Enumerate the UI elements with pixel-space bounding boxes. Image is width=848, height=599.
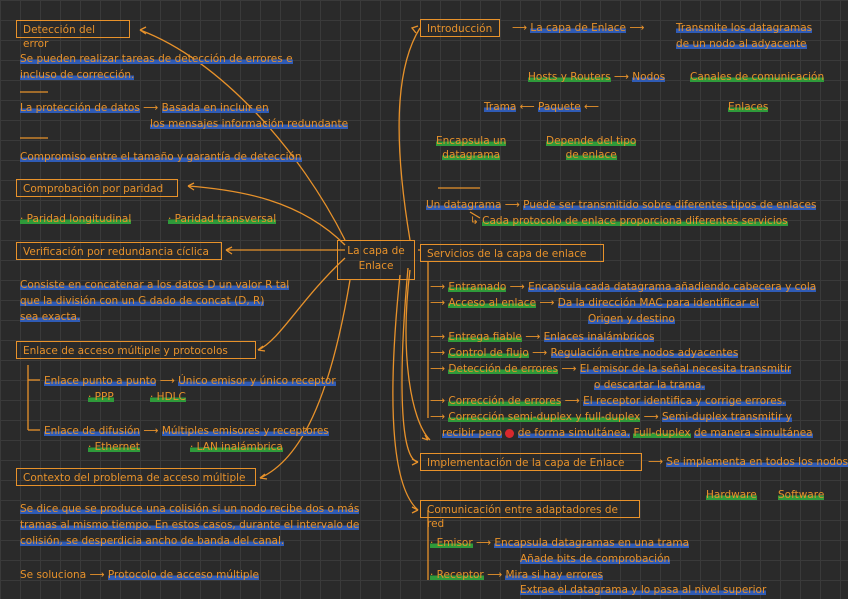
multiple-box: Enlace de acceso múltiple y protocolos	[16, 341, 256, 359]
proteccion-label: La protección de datos ⟶ Basada en inclu…	[20, 102, 269, 114]
intro-capa: ⟶ La capa de Enlace ⟶	[512, 22, 645, 34]
servicios-box: Servicios de la capa de enlace	[420, 244, 604, 262]
correccion-row: ⟶ Corrección de errores ⟶ El receptor id…	[430, 395, 786, 407]
hdlc-item: · HDLC	[150, 391, 186, 403]
deteccion-row-2: o descartar la trama.	[594, 379, 705, 391]
contexto-box: Contexto del problema de acceso múltiple	[16, 468, 256, 486]
impl-desc: ⟶ Se implementa en todos los nodos	[648, 456, 848, 468]
entramado-row: ⟶ Entramado ⟶ Encapsula cada datagrama a…	[430, 281, 817, 293]
emisor-row-2: Añade bits de comprobación	[520, 553, 671, 565]
contexto-text-2: tramas al mismo tiempo. En estos casos, …	[20, 519, 360, 531]
hosts-row: Hosts y Routers ⟶ Nodos	[528, 71, 666, 83]
receptor-row: · Receptor ⟶ Mira si hay errores	[430, 569, 604, 581]
cada-protocolo-row: ↳ Cada protocolo de enlace proporciona d…	[470, 215, 788, 227]
duplex-row-2: recibir pero de forma simultánea. Full-d…	[442, 427, 813, 439]
compromiso-text: Compromiso entre el tamaño y garantía de…	[20, 151, 302, 163]
comunicacion-box: Comunicación entre adaptadores de red	[420, 500, 640, 530]
trama-row: Trama ⟵ Paquete ⟵	[484, 101, 600, 113]
intro-box: Introducción	[420, 19, 500, 37]
crc-box: Verificación por redundancia cíclica	[16, 242, 222, 260]
receptor-row-2: Extrae el datagrama y lo pasa al nivel s…	[520, 584, 767, 596]
center-title-line1: La capa de	[347, 245, 405, 257]
hardware-item: Hardware	[706, 489, 757, 501]
paridad-box: Comprobación por paridad	[16, 179, 178, 197]
contexto-text-3: colisión, se desperdicia ancho de banda …	[20, 535, 285, 547]
ethernet-item: · Ethernet	[88, 441, 140, 453]
soluciona-row: Se soluciona ⟶ Protocolo de acceso múlti…	[20, 569, 259, 581]
canales-item: Canales de comunicación	[690, 71, 825, 83]
proteccion-text-2: los mensajes información redundante	[150, 118, 349, 130]
deteccion-text-2: incluso de corrección.	[20, 69, 135, 81]
acceso-row-2: Origen y destino	[588, 313, 675, 325]
no-icon	[505, 428, 515, 438]
crc-text-1: Consiste en concatenar a los datos D un …	[20, 279, 290, 291]
impl-box: Implementación de la capa de Enlace	[420, 453, 642, 471]
deteccion-text-1: Se pueden realizar tareas de detección d…	[20, 53, 293, 65]
datagrama-row: Un datagrama ⟶ Puede ser transmitido sob…	[426, 199, 817, 211]
contexto-text-1: Se dice que se produce una colisión si u…	[20, 503, 360, 515]
paridad-longitudinal: · Paridad longitudinal	[20, 213, 132, 225]
intro-transmite-2: de un nodo al adyacente	[676, 38, 807, 50]
duplex-row: ⟶ Corrección semi-duplex y full-duplex ⟶…	[430, 411, 792, 423]
center-node: La capa de Enlace	[337, 240, 415, 280]
emisor-row: · Emisor ⟶ Encapsula datagramas en una t…	[430, 537, 689, 549]
paridad-transversal: · Paridad transversal	[168, 213, 277, 225]
p2p-row: Enlace punto a punto ⟶ Único emisor y ún…	[44, 375, 336, 387]
crc-text-3: sea exacta.	[20, 311, 81, 323]
entrega-row: ⟶ Entrega fiable ⟶ Enlaces inalámbricos	[430, 331, 655, 343]
center-title-line2: Enlace	[358, 260, 394, 272]
lan-item: · LAN inalámbrica	[190, 441, 283, 453]
software-item: Software	[778, 489, 825, 501]
intro-transmite-1: Transmite los datagramas	[676, 22, 813, 34]
crc-text-2: que la división con un G dado de concat …	[20, 295, 265, 307]
control-row: ⟶ Control de flujo ⟶ Regulación entre no…	[430, 347, 739, 359]
deteccion-row: ⟶ Detección de errores ⟶ El emisor de la…	[430, 363, 792, 375]
enlaces-item: Enlaces	[728, 101, 769, 113]
difusion-row: Enlace de difusión ⟶ Múltiples emisores …	[44, 425, 329, 437]
deteccion-error-box: Detección del error	[16, 20, 130, 50]
acceso-row: ⟶ Acceso al enlace ⟶ Da la dirección MAC…	[430, 297, 759, 309]
ppp-item: · PPP	[88, 391, 114, 403]
